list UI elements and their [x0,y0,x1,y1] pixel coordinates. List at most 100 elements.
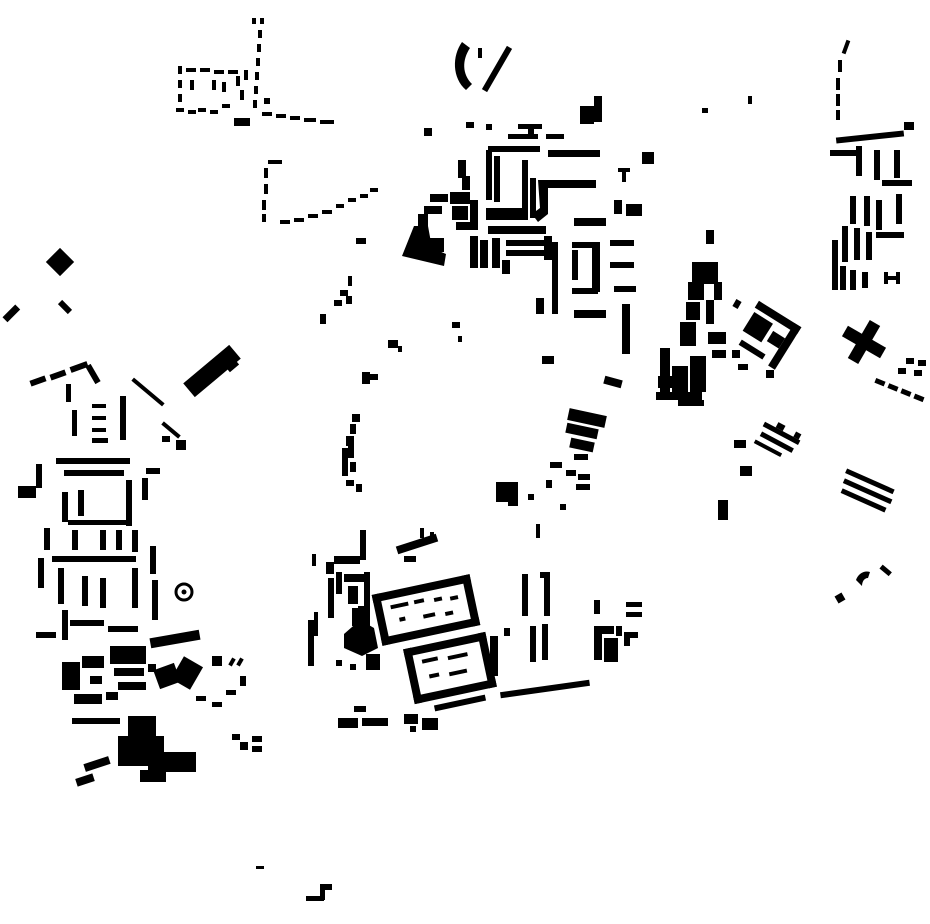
building [342,448,348,476]
building [328,578,334,618]
building [72,410,77,436]
building [228,70,238,74]
nw-cluster [176,18,378,244]
building [336,660,342,666]
building [759,431,794,453]
building [847,319,881,365]
building [444,610,454,617]
building [312,554,316,566]
building [62,662,80,690]
building [754,300,802,335]
building [362,372,370,384]
building [866,232,872,260]
building [36,632,56,638]
building [458,160,466,178]
building [200,68,210,72]
building [450,192,470,204]
building [190,80,194,90]
building [58,568,64,604]
building [260,18,264,24]
south-central-blocks [308,528,642,732]
south-strays [256,866,332,901]
building [708,332,726,344]
building [371,574,472,603]
building [45,247,75,277]
building [178,66,182,74]
building [174,582,194,602]
building [336,204,344,208]
building [44,528,50,550]
building [567,408,607,428]
building [352,414,360,422]
building [914,370,922,376]
building [594,96,602,122]
building [410,726,416,732]
building [578,474,590,480]
building [236,76,240,86]
building [478,48,482,58]
building [504,628,510,636]
building [850,196,856,224]
building [262,200,266,210]
building [140,770,166,782]
building [834,592,846,604]
building [256,58,260,66]
building [390,601,409,610]
building [146,468,160,474]
building [572,250,578,280]
building [594,630,602,660]
building [356,484,362,492]
building [78,490,84,516]
building [354,706,366,712]
building [131,377,165,407]
building [874,150,880,180]
building [466,122,474,128]
building [370,188,378,192]
building [64,470,124,476]
building [530,626,536,662]
building [366,654,380,670]
building [456,222,474,230]
building [90,676,102,684]
building [876,200,882,230]
building [680,322,696,346]
building [838,60,842,72]
building [198,108,206,112]
building [402,226,446,266]
building [738,364,748,370]
building [421,656,439,664]
building [338,718,358,728]
building [488,226,546,234]
building [686,302,700,320]
building [132,568,138,608]
building [66,384,71,402]
building [642,152,654,164]
building [162,436,170,442]
building [428,672,440,679]
building [506,250,546,256]
building [264,168,268,178]
building [110,646,146,664]
building [264,98,270,104]
building [830,150,856,156]
building [92,428,106,432]
building [178,80,182,88]
building [762,421,801,445]
building [116,530,122,550]
building [594,626,614,634]
building [775,422,786,432]
building [57,299,73,315]
building [836,94,840,106]
building [118,682,146,690]
west-fragments [2,247,241,450]
building [256,866,264,869]
building [528,128,534,136]
building [188,110,196,114]
building [528,494,534,500]
building [536,298,544,314]
building [580,106,594,124]
building [322,884,332,890]
building [176,108,184,112]
building [314,612,318,636]
building [120,396,126,440]
